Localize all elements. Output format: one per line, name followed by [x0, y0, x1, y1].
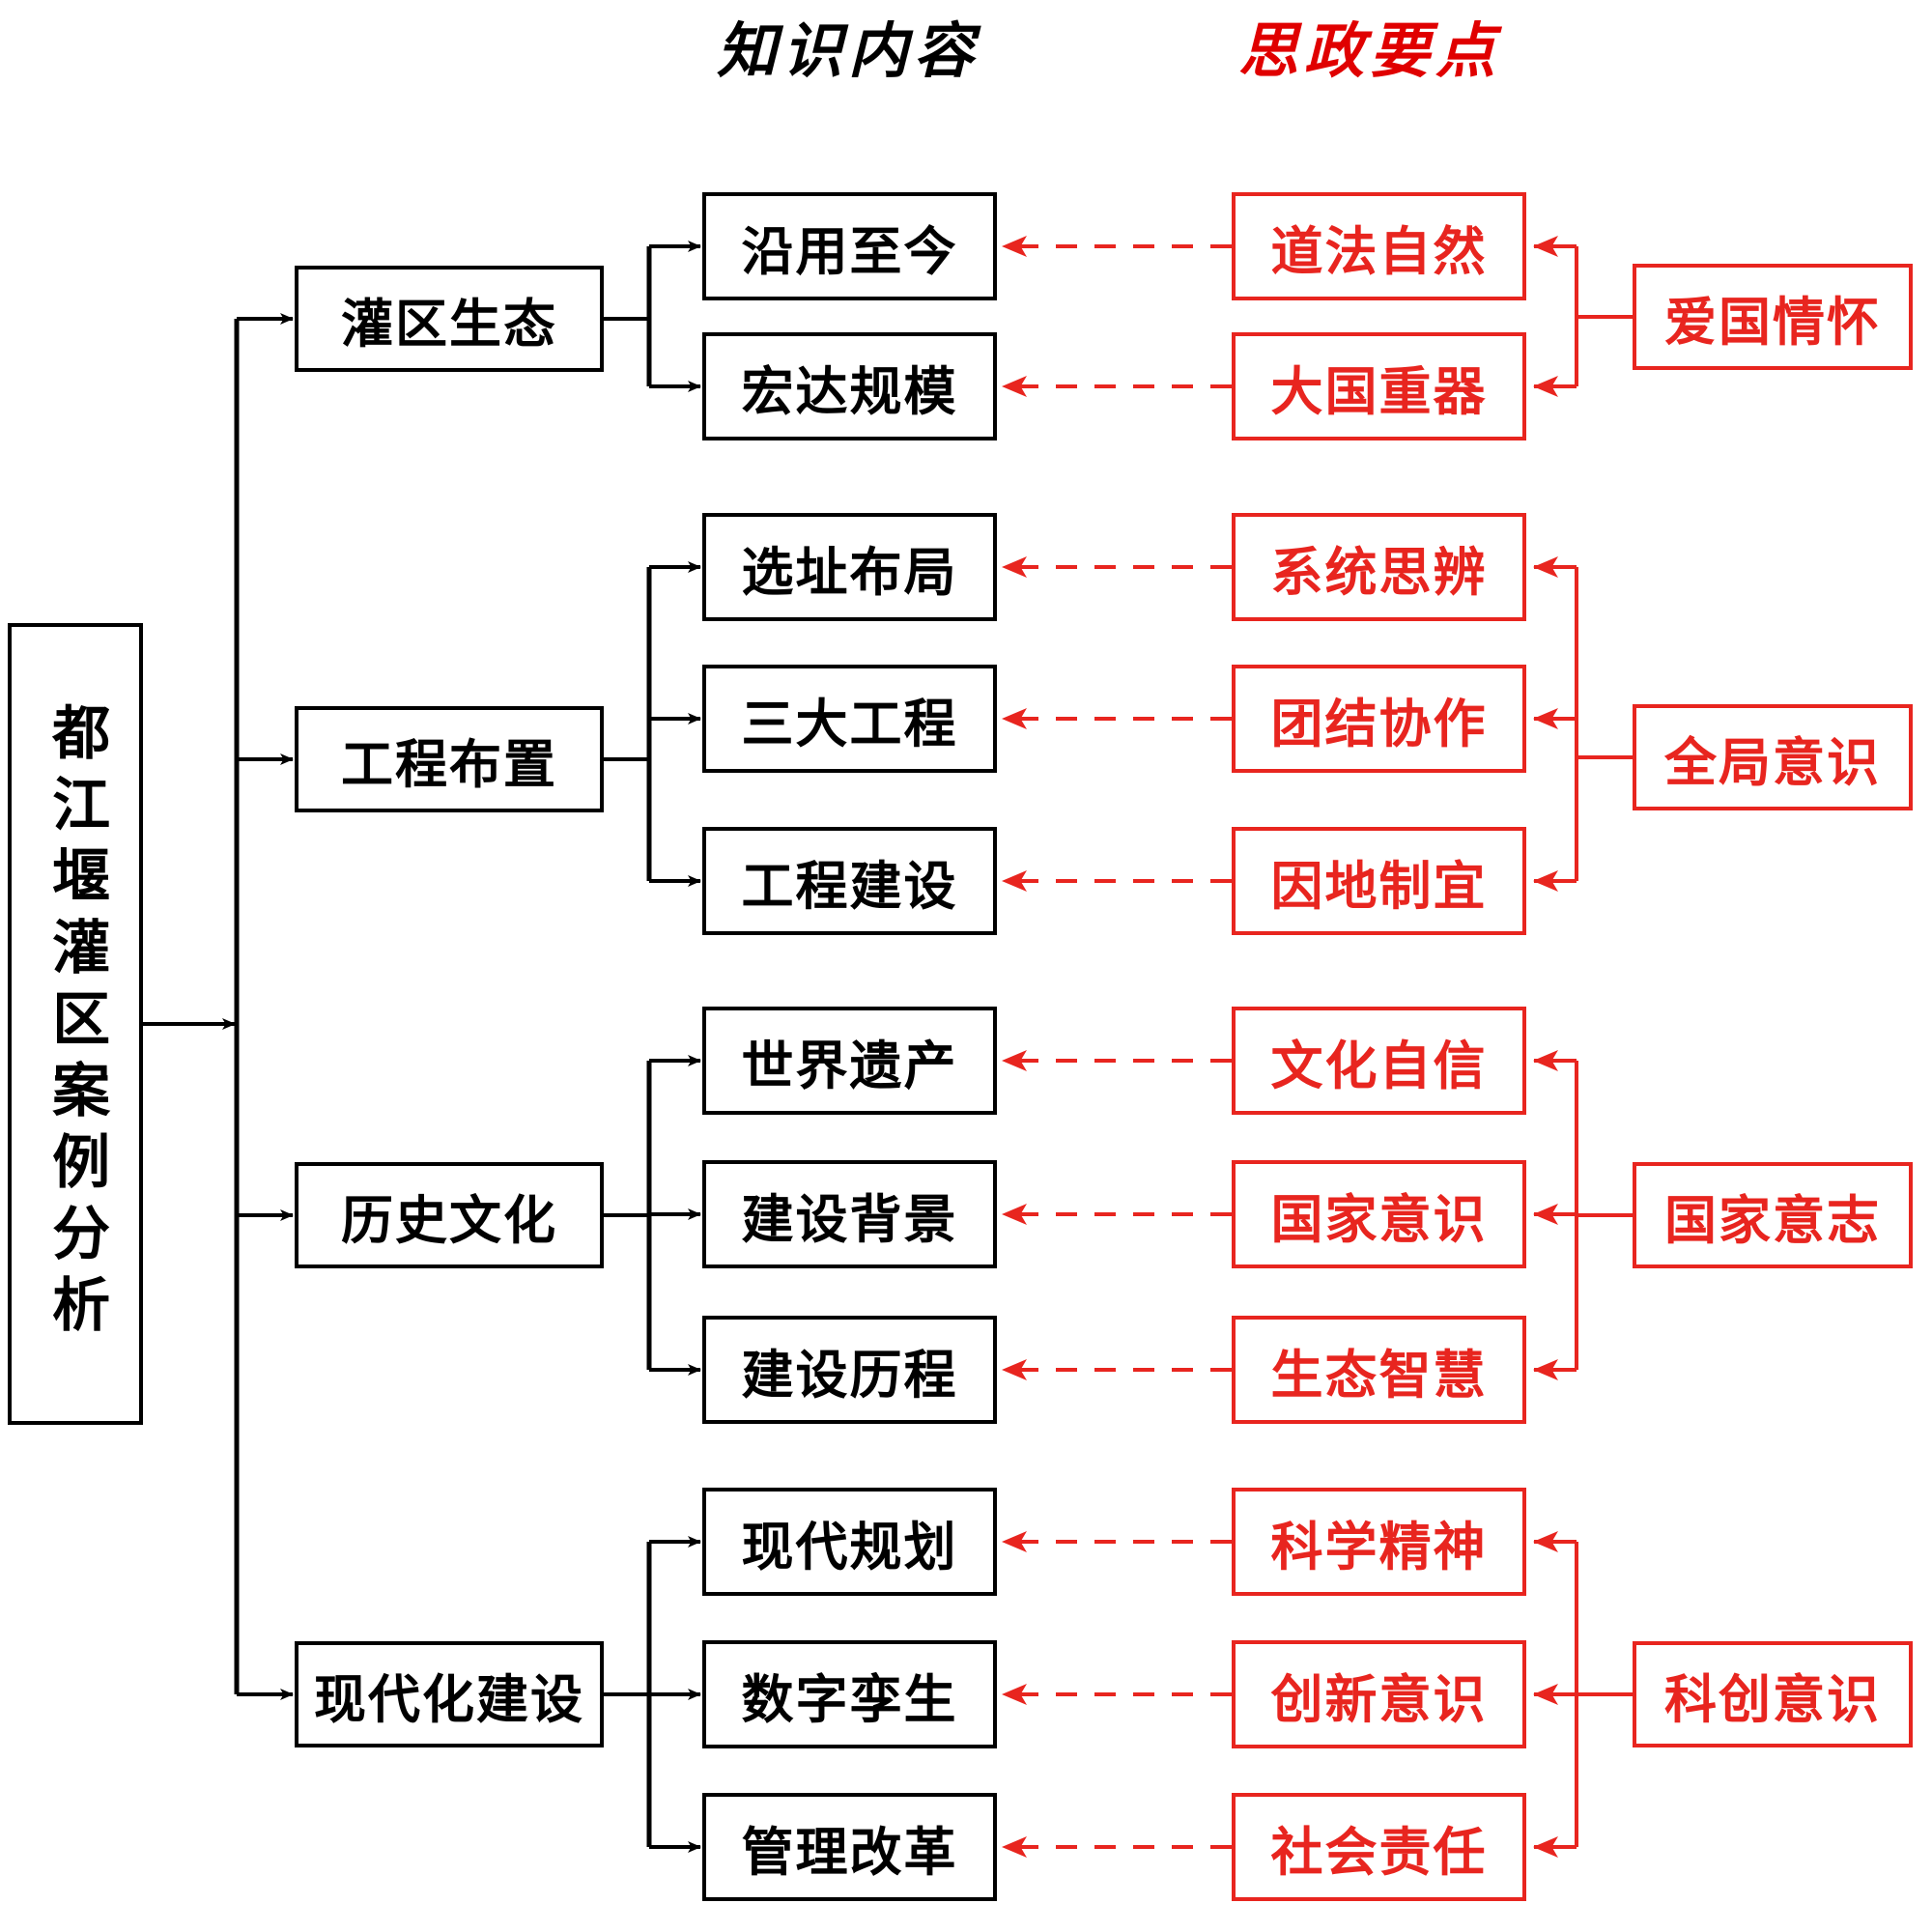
ideology-modern-0-label: 科学精神 — [1270, 1518, 1488, 1577]
ideology-history-0[interactable]: 文化自信 — [1232, 1007, 1526, 1115]
summary-layout[interactable]: 全局意识 — [1633, 704, 1913, 810]
knowledge-history-2-label: 建设历程 — [741, 1346, 958, 1405]
category-ecology-label: 灌区生态 — [341, 295, 557, 354]
knowledge-modern-2[interactable]: 管理改革 — [702, 1793, 997, 1901]
knowledge-ecology-1-label: 宏达规模 — [741, 362, 958, 421]
ideology-modern-1-label: 创新意识 — [1270, 1670, 1488, 1729]
ideology-history-2[interactable]: 生态智慧 — [1232, 1316, 1526, 1424]
ideology-modern-2-label: 社会责任 — [1270, 1823, 1488, 1882]
knowledge-modern-1-label: 数字孪生 — [741, 1670, 958, 1729]
root-node-label: 都江堰灌区案例分析 — [42, 702, 110, 1346]
ideology-ecology-0[interactable]: 道法自然 — [1232, 192, 1526, 300]
ideology-layout-2[interactable]: 因地制宜 — [1232, 827, 1526, 935]
root-node[interactable]: 都江堰灌区案例分析 — [8, 623, 143, 1425]
knowledge-modern-0[interactable]: 现代规划 — [702, 1488, 997, 1596]
knowledge-layout-0[interactable]: 选址布局 — [702, 513, 997, 621]
knowledge-layout-2[interactable]: 工程建设 — [702, 827, 997, 935]
knowledge-layout-0-label: 选址布局 — [741, 543, 958, 602]
header-ideology: 思政要点 — [1238, 15, 1502, 86]
ideology-history-2-label: 生态智慧 — [1270, 1346, 1488, 1405]
category-history-label: 历史文化 — [341, 1191, 557, 1250]
knowledge-layout-2-label: 工程建设 — [741, 857, 958, 916]
summary-ecology[interactable]: 爱国情怀 — [1633, 264, 1913, 370]
ideology-ecology-1[interactable]: 大国重器 — [1232, 332, 1526, 440]
ideology-layout-2-label: 因地制宜 — [1270, 857, 1488, 916]
knowledge-history-1-label: 建设背景 — [741, 1190, 958, 1249]
knowledge-history-0[interactable]: 世界遗产 — [702, 1007, 997, 1115]
knowledge-layout-1[interactable]: 三大工程 — [702, 665, 997, 773]
ideology-ecology-1-label: 大国重器 — [1270, 362, 1488, 421]
ideology-layout-0-label: 系统思辨 — [1270, 543, 1488, 602]
knowledge-history-1[interactable]: 建设背景 — [702, 1160, 997, 1268]
ideology-history-0-label: 文化自信 — [1270, 1037, 1488, 1095]
knowledge-modern-1[interactable]: 数字孪生 — [702, 1640, 997, 1748]
ideology-ecology-0-label: 道法自然 — [1270, 222, 1488, 281]
ideology-layout-0[interactable]: 系统思辨 — [1232, 513, 1526, 621]
summary-modern-label: 科创意识 — [1664, 1670, 1881, 1729]
ideology-modern-0[interactable]: 科学精神 — [1232, 1488, 1526, 1596]
summary-modern[interactable]: 科创意识 — [1633, 1641, 1913, 1747]
category-layout[interactable]: 工程布置 — [295, 706, 604, 812]
header-knowledge: 知识内容 — [717, 15, 980, 86]
ideology-layout-1-label: 团结协作 — [1270, 695, 1488, 753]
knowledge-ecology-1[interactable]: 宏达规模 — [702, 332, 997, 440]
knowledge-modern-2-label: 管理改革 — [741, 1823, 958, 1882]
knowledge-layout-1-label: 三大工程 — [741, 695, 958, 753]
ideology-modern-2[interactable]: 社会责任 — [1232, 1793, 1526, 1901]
summary-ecology-label: 爱国情怀 — [1664, 293, 1881, 352]
knowledge-modern-0-label: 现代规划 — [741, 1518, 958, 1577]
category-ecology[interactable]: 灌区生态 — [295, 266, 604, 372]
category-modern[interactable]: 现代化建设 — [295, 1641, 604, 1747]
knowledge-ecology-0[interactable]: 沿用至今 — [702, 192, 997, 300]
category-layout-label: 工程布置 — [341, 735, 557, 794]
ideology-modern-1[interactable]: 创新意识 — [1232, 1640, 1526, 1748]
knowledge-history-0-label: 世界遗产 — [741, 1037, 958, 1095]
ideology-history-1-label: 国家意识 — [1270, 1190, 1488, 1249]
knowledge-history-2[interactable]: 建设历程 — [702, 1316, 997, 1424]
summary-history-label: 国家意志 — [1664, 1191, 1881, 1250]
category-modern-label: 现代化建设 — [314, 1670, 584, 1729]
summary-layout-label: 全局意识 — [1664, 733, 1881, 792]
summary-history[interactable]: 国家意志 — [1633, 1162, 1913, 1268]
knowledge-ecology-0-label: 沿用至今 — [741, 222, 958, 281]
category-history[interactable]: 历史文化 — [295, 1162, 604, 1268]
ideology-layout-1[interactable]: 团结协作 — [1232, 665, 1526, 773]
ideology-history-1[interactable]: 国家意识 — [1232, 1160, 1526, 1268]
